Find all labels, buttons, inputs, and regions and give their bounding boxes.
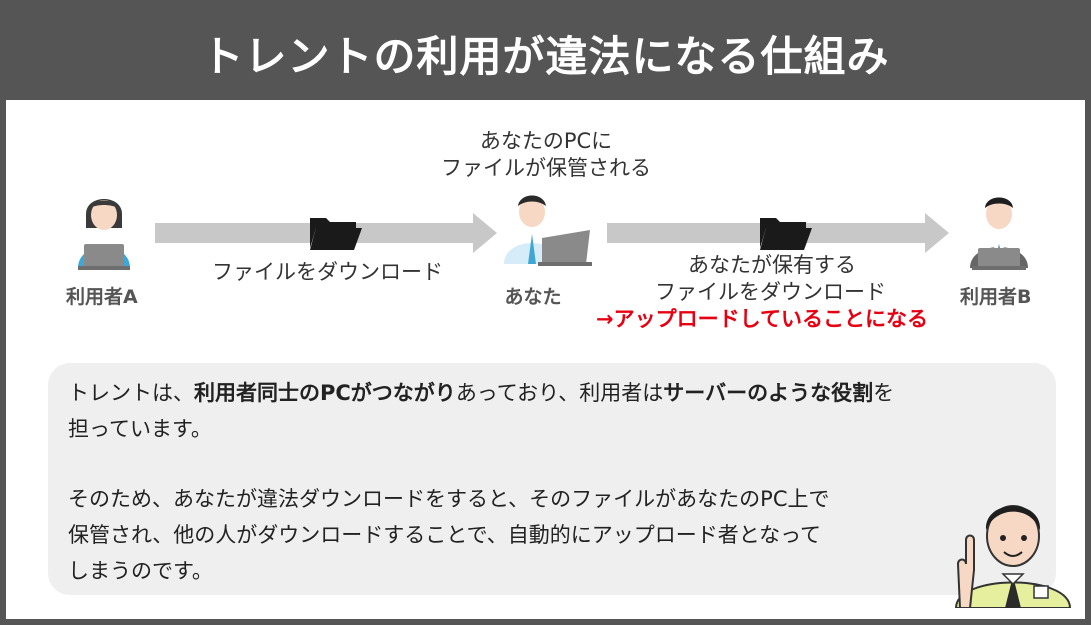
page-title: トレントの利用が違法になる仕組み <box>201 31 890 81</box>
right-arrow-label-line1: あなたが保有する <box>688 253 856 277</box>
right-arrow-label-line2: ファイルをダウンロード <box>655 280 886 304</box>
pointing-man-icon <box>954 505 1072 608</box>
p1-bold-peer: 利用者同士のPCがつながり <box>194 381 456 405</box>
you-avatar-icon <box>504 195 592 266</box>
user-b-avatar-icon <box>970 197 1028 270</box>
center-caption-line2: ファイルが保管される <box>441 156 651 180</box>
paragraph-2-line1: そのため、あなたが違法ダウンロードをすると、そのファイルがあなたのPC上で <box>68 487 830 511</box>
upload-highlight: →アップロードしていることになる <box>596 307 928 331</box>
paragraph-2-line2: 保管され、他の人がダウンロードすることで、自動的にアップロード者となって <box>68 523 822 547</box>
p1-bold-server: サーバーのような役割 <box>663 381 874 405</box>
center-caption-line1: あなたのPCに <box>479 129 613 153</box>
explanation-box: トレントは、利用者同士のPCがつながりあっており、利用者はサーバーのような役割を… <box>48 363 1056 595</box>
paragraph-2-line3: しまうのです。 <box>68 559 213 583</box>
folder-icon <box>760 218 812 250</box>
p1-text-a: トレントは、 <box>68 381 194 405</box>
user-b-name: 利用者B <box>960 286 1032 308</box>
title-bar: トレントの利用が違法になる仕組み <box>6 6 1085 100</box>
you-name: あなた <box>504 286 562 308</box>
paragraph-1-line2: 担っています。 <box>68 417 212 441</box>
p1-text-e: を <box>873 381 895 405</box>
user-a-avatar-icon <box>78 199 130 270</box>
folder-icon <box>310 218 362 250</box>
user-a-name: 利用者A <box>66 286 138 308</box>
p1-text-c: あっており、利用者は <box>455 381 664 405</box>
paragraph-1-line1: トレントは、利用者同士のPCがつながりあっており、利用者はサーバーのような役割を <box>68 375 894 411</box>
left-arrow-label: ファイルをダウンロード <box>212 260 443 284</box>
